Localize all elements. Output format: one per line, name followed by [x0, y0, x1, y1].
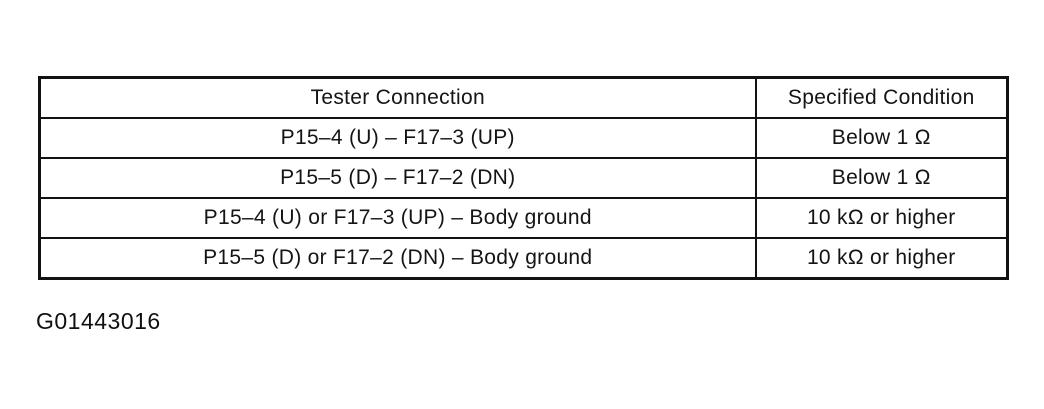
table-row: P15–5 (D) or F17–2 (DN) – Body ground 10…: [38, 237, 1009, 280]
header-specified-condition: Specified Condition: [754, 76, 1009, 119]
cell-condition: Below 1 Ω: [754, 157, 1009, 199]
tester-connection-spec-table: Tester Connection Specified Condition P1…: [38, 76, 1009, 280]
cell-condition: 10 kΩ or higher: [754, 237, 1009, 280]
cell-condition: Below 1 Ω: [754, 117, 1009, 159]
cell-connection: P15–4 (U) or F17–3 (UP) – Body ground: [38, 197, 757, 239]
cell-connection: P15–5 (D) – F17–2 (DN): [38, 157, 757, 199]
figure-id-caption: G01443016: [36, 308, 161, 334]
table-row: P15–4 (U) or F17–3 (UP) – Body ground 10…: [38, 197, 1009, 239]
table-row: P15–5 (D) – F17–2 (DN) Below 1 Ω: [38, 157, 1009, 199]
table-header-row: Tester Connection Specified Condition: [38, 76, 1009, 119]
cell-condition: 10 kΩ or higher: [754, 197, 1009, 239]
cell-connection: P15–5 (D) or F17–2 (DN) – Body ground: [38, 237, 757, 280]
table-row: P15–4 (U) – F17–3 (UP) Below 1 Ω: [38, 117, 1009, 159]
cell-connection: P15–4 (U) – F17–3 (UP): [38, 117, 757, 159]
header-tester-connection: Tester Connection: [38, 76, 757, 119]
